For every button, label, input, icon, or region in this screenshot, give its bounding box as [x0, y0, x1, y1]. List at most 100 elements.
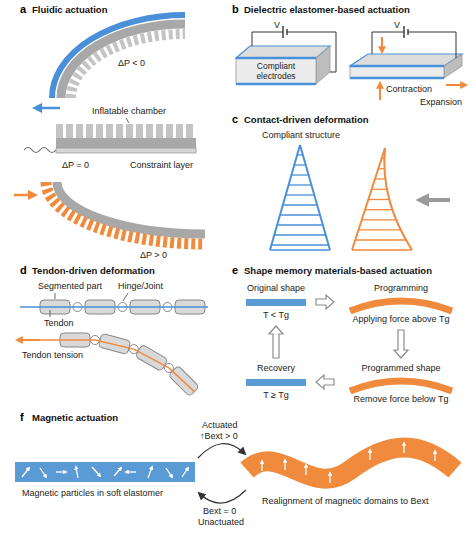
- ladder-structure-deformed: [355, 239, 406, 240]
- ladder-structure-deformed: [368, 199, 389, 200]
- fluidic-actuator-neutral: [56, 148, 196, 153]
- magnetic-elastomer-rest: [166, 468, 172, 477]
- ladder-structure-rest: [283, 204, 317, 205]
- dielectric-slab-on: [372, 32, 404, 54]
- dielectric-slab-on: [350, 66, 444, 78]
- magnetic-elastomer-actuated: [247, 443, 455, 483]
- dielectric-slab-on: [350, 65, 444, 68]
- part-label: Compliant electrodes: [238, 61, 314, 81]
- magnetic-elastomer-actuated: [247, 448, 455, 479]
- fluidic-actuator-negative: [36, 107, 60, 110]
- magnetic-elastomer-actuated: [305, 465, 306, 475]
- ladder-structure-deformed: [352, 148, 412, 250]
- panel-title: Fluidic actuation: [32, 4, 107, 15]
- magnetic-elastomer-actuated: [262, 443, 435, 483]
- dielectric-slab-off: [236, 57, 316, 60]
- state-node: Recovery T ≥ Tg: [240, 362, 312, 402]
- fluidic-actuator-neutral: [24, 148, 56, 153]
- ladder-structure-rest: [294, 164, 305, 165]
- magnetic-elastomer-rest: [15, 462, 195, 482]
- part-label: Constraint layer: [130, 160, 193, 170]
- part-label: Magnetic particles in soft elastomer: [22, 488, 163, 498]
- part-label: Tendon: [44, 318, 74, 328]
- magnetic-elastomer-actuated: [329, 473, 330, 483]
- magnetic-elastomer-rest: [40, 468, 46, 477]
- ladder-structure-deformed: [378, 168, 384, 169]
- tendon-chain-bent: [18, 333, 199, 397]
- part-label: ↑Bext > 0: [200, 431, 238, 441]
- dielectric-slab-on: [381, 37, 383, 51]
- panel-letter: a: [20, 3, 26, 15]
- dielectric-slab-off: [316, 46, 330, 84]
- dielectric-slab-on: [379, 84, 381, 100]
- tendon-chain-rest: [20, 306, 208, 308]
- magnetic-elastomer-rest: [92, 467, 100, 476]
- part-label: Compliant structure: [262, 130, 340, 140]
- tendon-chain-rest: [55, 293, 56, 299]
- dielectric-slab-on: [444, 54, 462, 78]
- part-label: Bext = 0: [203, 506, 236, 516]
- straight-strip: [246, 379, 306, 386]
- ladder-structure-rest: [277, 224, 323, 225]
- process-arrow: [394, 330, 408, 358]
- state-condition: Remove force below Tg: [354, 394, 449, 405]
- ladder-structure-deformed: [359, 229, 401, 230]
- dielectric-slab-on: [446, 84, 465, 86]
- tendon-chain-rest: [20, 293, 208, 317]
- ladder-structure-deformed: [382, 158, 385, 159]
- dielectric-slab-on: [350, 54, 462, 66]
- part-label: Expansion: [420, 97, 462, 107]
- ladder-structure-rest: [286, 194, 315, 195]
- magnetic-elastomer-rest: [56, 471, 66, 472]
- ladder-structure-rest: [280, 214, 320, 215]
- fluidic-actuator-positive: [46, 182, 205, 244]
- state-node: ProgrammingApplying force above Tg: [338, 282, 464, 326]
- programmed-shape: [338, 294, 464, 314]
- state-switch-arrows: [198, 444, 244, 458]
- magnetic-elastomer-rest: [15, 462, 195, 482]
- ladder-structure-rest: [291, 174, 308, 175]
- original-shape: [240, 294, 312, 310]
- dielectric-slab-on: [408, 32, 456, 58]
- state-condition: T < Tg: [263, 310, 289, 321]
- panel-letter: f: [20, 411, 24, 423]
- process-arrow: [316, 295, 334, 309]
- fluidic-actuator-neutral: [56, 138, 196, 148]
- dielectric-slab-on: [403, 26, 404, 38]
- magnetic-elastomer-rest: [76, 467, 78, 478]
- dielectric-slab-off: [236, 83, 316, 86]
- magnetic-elastomer-rest: [126, 471, 136, 472]
- state-condition: Applying force above Tg: [353, 314, 450, 325]
- dielectric-slab-on: [350, 77, 444, 80]
- part-label: ΔP > 0: [140, 250, 167, 260]
- fluidic-actuator-neutral: [126, 118, 129, 123]
- tendon-chain-bent: [40, 340, 194, 392]
- part-label: ΔP < 0: [118, 58, 145, 68]
- ladder-structure-rest: [270, 249, 330, 251]
- part-label: Segmented part: [38, 281, 102, 291]
- magnetic-elastomer-rest: [22, 467, 188, 478]
- magnetic-elastomer-rest: [114, 468, 121, 476]
- original-shape: [240, 374, 312, 390]
- part-label: Unactuated: [198, 517, 244, 527]
- part-label: V: [274, 20, 280, 30]
- state-heading: Original shape: [247, 283, 305, 294]
- fluidic-actuator-positive: [57, 182, 205, 234]
- state-condition: T ≥ Tg: [263, 390, 289, 401]
- magnetic-elastomer-actuated: [369, 450, 370, 460]
- state-node: Original shape T < Tg: [240, 282, 312, 322]
- part-label: ΔP = 0: [62, 160, 89, 170]
- tendon-chain-rest: [123, 293, 128, 301]
- ladder-structure-rest: [300, 145, 330, 250]
- fluidic-actuator-neutral: [24, 118, 196, 153]
- fluidic-actuator-positive: [14, 182, 205, 244]
- panel-letter: d: [20, 264, 27, 276]
- fluidic-actuator-negative: [61, 24, 185, 98]
- straight-strip: [246, 299, 306, 306]
- ladder-structure-deformed: [372, 189, 387, 190]
- ladder-structure-rest: [297, 154, 303, 155]
- part-label: Tendon tension: [22, 350, 83, 360]
- part-label: V: [394, 20, 400, 30]
- state-heading: Recovery: [257, 363, 295, 374]
- part-label: Inflatable chamber: [92, 106, 166, 116]
